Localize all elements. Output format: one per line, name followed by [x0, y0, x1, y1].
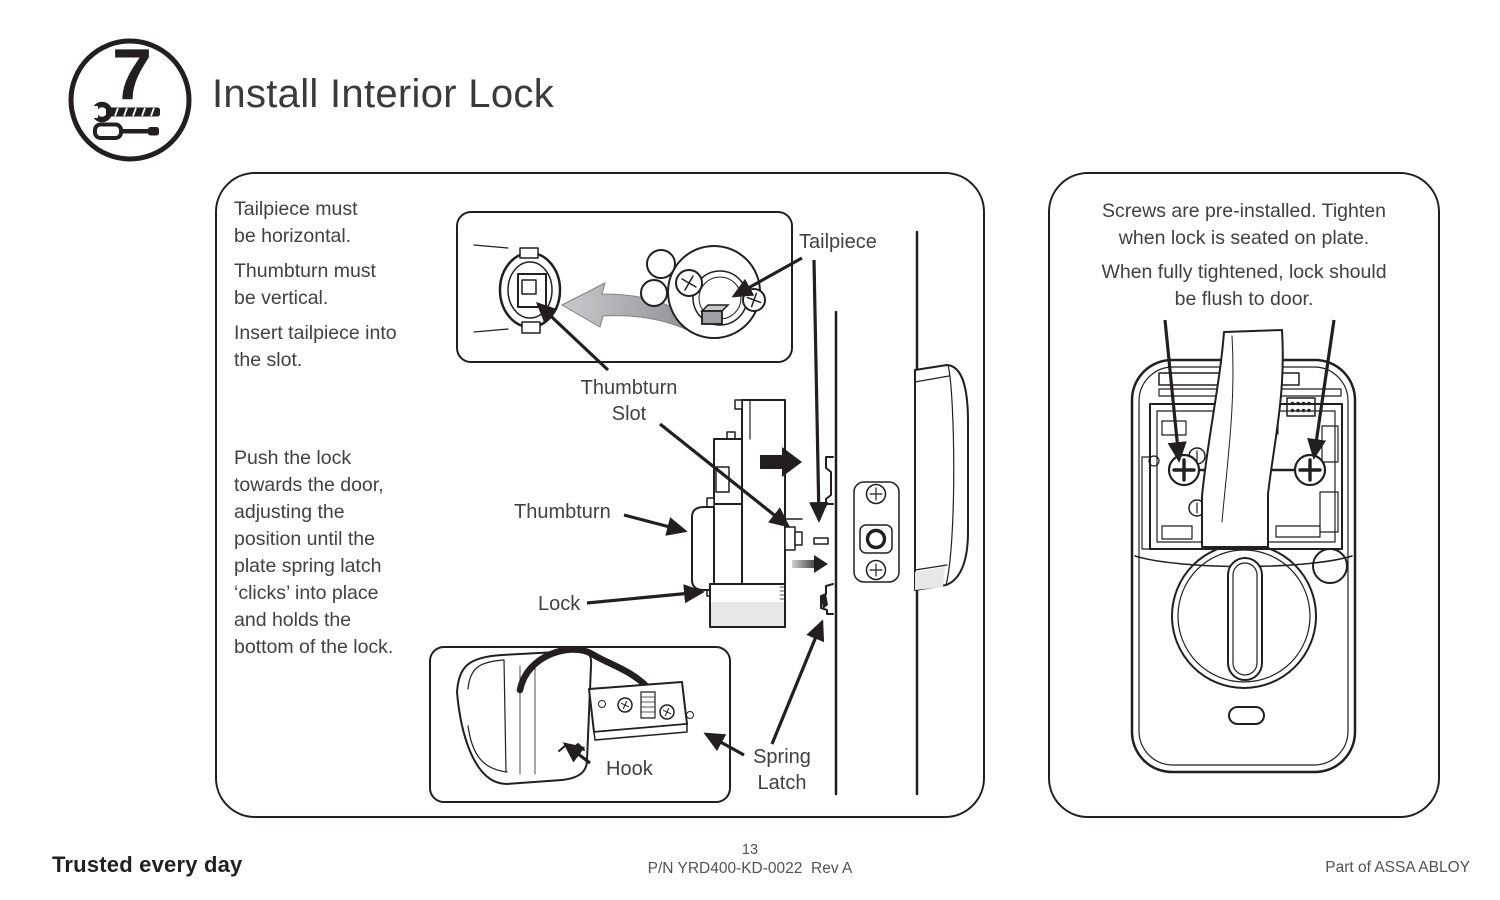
spring-latch-pointer [770, 619, 825, 745]
screwdriver-icon [93, 122, 159, 140]
label-tailpiece: Tailpiece [799, 231, 877, 253]
connector-icon [1286, 397, 1316, 417]
label-hook: Hook [606, 758, 653, 780]
thumbturn-pointer [623, 513, 688, 536]
push-arrow-icon [760, 447, 802, 477]
rotate-arrow-icon [560, 282, 693, 333]
screw-pointer-arrows [1163, 319, 1336, 463]
mounting-screw-left-icon [1167, 453, 1201, 487]
tighten-screws-panel: Screws are pre-installed. Tighten when l… [1048, 172, 1440, 818]
instruction-tailpiece: Tailpiece must be horizontal. [234, 198, 358, 247]
spring-latch-plate [588, 681, 694, 741]
orientation-instructions: Tailpiece must be horizontal. Thumbturn … [234, 196, 439, 382]
assa-abloy-note: Part of ASSA ABLOY [1325, 859, 1470, 876]
label-lock: Lock [538, 593, 581, 615]
latch-screw-icon [659, 704, 675, 720]
step-number: 7 [112, 36, 152, 115]
mount-screw-icon [742, 288, 766, 312]
tailpiece-pointer [731, 256, 803, 298]
spring-latch-hook [821, 594, 828, 609]
tailpiece-stub [779, 518, 803, 551]
interior-lock-front-view [1130, 358, 1357, 774]
lock-bottom-shell [456, 650, 593, 785]
mounting-plate [853, 481, 900, 583]
step-circle-tools-icon: 7 [68, 35, 192, 162]
plate-screw-top-icon [865, 483, 887, 505]
small-screw-icon [1209, 489, 1225, 505]
hatch-marks [779, 586, 786, 600]
status-light [1228, 706, 1265, 725]
hook-tab [558, 743, 585, 752]
plate-screw-bottom-icon [865, 559, 887, 581]
privacy-button [1312, 548, 1348, 584]
mounting-screw-right-icon [1293, 453, 1327, 487]
small-screw-icon [1209, 464, 1225, 480]
instruction-thumbturn: Thumbturn must be vertical. [234, 260, 376, 309]
thumbturn-slot-pointer-2 [659, 422, 791, 528]
small-push-arrow-icon [792, 555, 828, 573]
part-number: P/N YRD400-KD-0022 Rev A [647, 860, 853, 877]
footer-center: 13 P/N YRD400-KD-0022 Rev A [0, 841, 1500, 878]
interior-lock-side-view [691, 399, 829, 628]
loose-tailpiece [813, 537, 829, 545]
wrench-icon [88, 101, 160, 123]
plate-edge-latches [820, 456, 834, 615]
brand-tagline: Trusted every day [52, 852, 243, 877]
exterior-lock-side-view [914, 364, 969, 591]
instruction-insert: Insert tailpiece into the slot. [234, 322, 397, 371]
thumbturn-slot-inset [456, 211, 793, 363]
ribbon-cable [1201, 329, 1284, 548]
thumbturn-slot-part [473, 244, 562, 334]
install-diagram-panel: Tailpiece must be horizontal. Thumbturn … [215, 172, 985, 818]
right-screw-pointer [1307, 319, 1336, 460]
spring-latch-pointer-2 [703, 732, 745, 757]
label-thumbturn-slot: Thumbturn Slot [580, 377, 678, 425]
tailpiece-pointer-2 [809, 259, 829, 523]
step-badge: 7 [66, 35, 194, 164]
mount-screw-icon [675, 269, 703, 297]
label-thumbturn: Thumbturn [514, 501, 611, 523]
battery-compartment [1141, 403, 1343, 550]
hook-pointer [562, 742, 591, 765]
page-title: Install Interior Lock [212, 72, 555, 116]
small-screw-icon [1188, 447, 1206, 465]
lock-pointer [586, 584, 705, 605]
bottom-view-inset [429, 646, 731, 803]
page-number: 13 [741, 842, 759, 858]
latch-screw-icon [617, 697, 633, 713]
left-screw-pointer [1163, 319, 1187, 463]
tailpiece-part [700, 304, 730, 325]
thumbturn-dial [1171, 543, 1317, 689]
cable [516, 646, 654, 694]
door-cross-section [834, 230, 919, 796]
flush-instruction: When fully tightened, lock should be flu… [1101, 261, 1387, 310]
screws-instruction: Screws are pre-installed. Tighten when l… [1102, 200, 1386, 249]
lock-back-mount-part [640, 245, 766, 339]
small-screw-icon [1188, 499, 1206, 517]
push-lock-instruction: Push the lock towards the door, adjustin… [234, 447, 394, 658]
thumbturn-slot-pointer [535, 302, 610, 372]
label-spring-latch: Spring Latch [753, 746, 811, 794]
thumbturn-knob [691, 506, 715, 591]
